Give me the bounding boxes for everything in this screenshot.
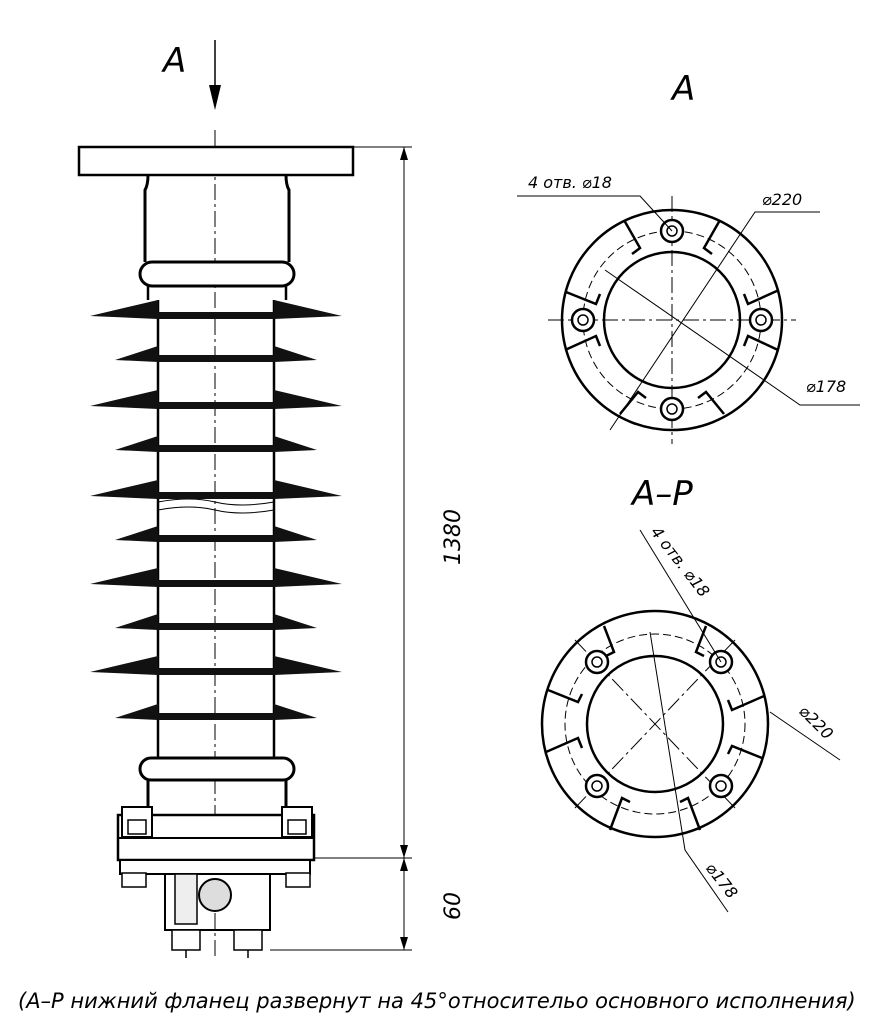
insulator-side-view [77, 40, 412, 960]
bottom-flange-view [540, 529, 841, 913]
bottom-flange-neck [146, 780, 288, 815]
bottom-bolt-circle-callout: ⌀178 [702, 859, 742, 902]
top-bolt-holes [570, 218, 774, 422]
top-holes-callout: 4 отв. ⌀18 [528, 173, 612, 192]
bottom-view-label: A–P [630, 474, 693, 514]
top-flange-neck [143, 174, 291, 262]
top-flange-view [517, 195, 860, 444]
top-view-label: A [670, 69, 695, 109]
top-bolt-circle-callout: ⌀178 [806, 377, 846, 396]
view-arrow-label: A [161, 41, 186, 81]
top-flange-plate [77, 145, 355, 177]
base-dimension: 60 [441, 892, 466, 920]
drawing-caption: (А–Р нижний фланец развернут на 45°относ… [18, 989, 856, 1013]
bottom-outer-diameter-callout: ⌀220 [795, 701, 837, 743]
bottom-holes-callout: 4 отв. ⌀18 [647, 523, 714, 601]
height-dimension: 1380 [441, 509, 466, 565]
sheds [90, 300, 342, 720]
bottom-bolt-holes [584, 649, 734, 799]
top-outer-diameter-callout: ⌀220 [762, 190, 802, 209]
